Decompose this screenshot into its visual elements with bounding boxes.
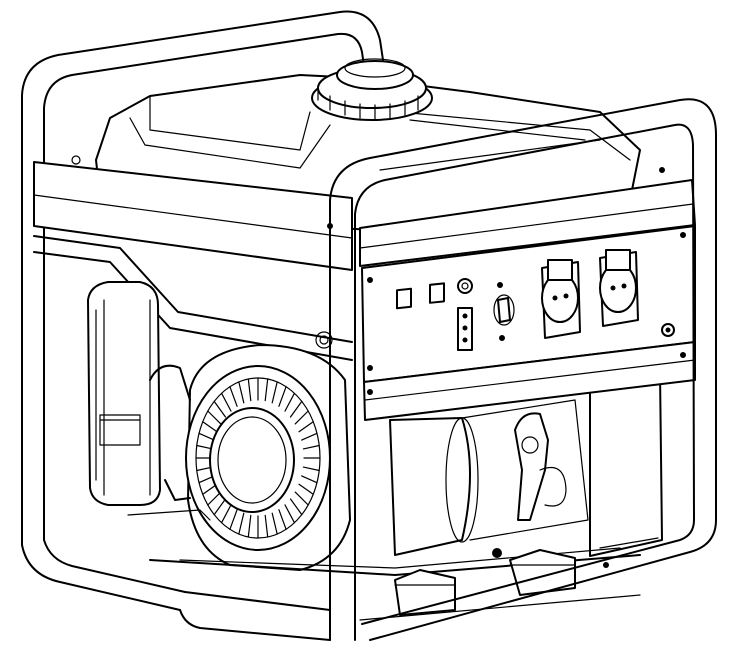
starter-fin: [302, 466, 320, 472]
starter-fin: [207, 491, 222, 506]
ground-terminal-icon: [661, 323, 675, 337]
alternator: [389, 371, 663, 557]
starter-fin: [247, 514, 252, 538]
starter-fin: [298, 483, 314, 495]
recoil-starter: [127, 344, 351, 571]
starter-fin: [278, 509, 287, 530]
starter-fins: [195, 377, 321, 539]
panel-controls: [396, 278, 515, 351]
starter-fin: [284, 504, 295, 524]
starter-fin: [221, 392, 232, 412]
ac-outlet-left-icon: [541, 259, 581, 339]
starter-fin: [229, 386, 238, 407]
starter-fin: [229, 509, 238, 530]
fuel-cap: [311, 58, 433, 121]
starter-fin: [271, 381, 278, 404]
pilot-lamp-icon: [457, 278, 473, 294]
starter-fin: [247, 378, 252, 402]
starter-fin: [301, 475, 318, 484]
frame-front-tubes: [179, 98, 717, 641]
starter-fin: [207, 410, 222, 425]
indicator-switch-icon: [429, 282, 445, 304]
ac-outlet-right-icon: [599, 249, 639, 327]
starter-fin: [238, 381, 245, 404]
starter-fin: [264, 514, 269, 538]
starter-fin: [298, 421, 314, 433]
starter-fin: [302, 444, 320, 450]
starter-fin: [301, 432, 318, 441]
starter-fin: [284, 392, 295, 412]
starter-fin: [271, 512, 278, 535]
reset-button-icon: [396, 287, 412, 310]
starter-fin: [264, 378, 269, 402]
starter-fin: [289, 498, 303, 516]
starter-fin: [278, 386, 287, 407]
starter-fin: [294, 410, 309, 425]
starter-fin: [213, 498, 227, 516]
starter-fin: [289, 400, 303, 418]
starter-fin: [198, 432, 215, 441]
starter-fin: [213, 400, 227, 418]
starter-fin: [238, 512, 245, 535]
carburetor: [492, 412, 567, 558]
starter-fin: [221, 504, 232, 524]
starter-fin: [294, 491, 309, 506]
frame-back-tubes: [21, 10, 387, 611]
starter-fin: [202, 421, 218, 433]
engine-switch-icon: [497, 297, 511, 323]
air-filter-box: [87, 281, 161, 506]
